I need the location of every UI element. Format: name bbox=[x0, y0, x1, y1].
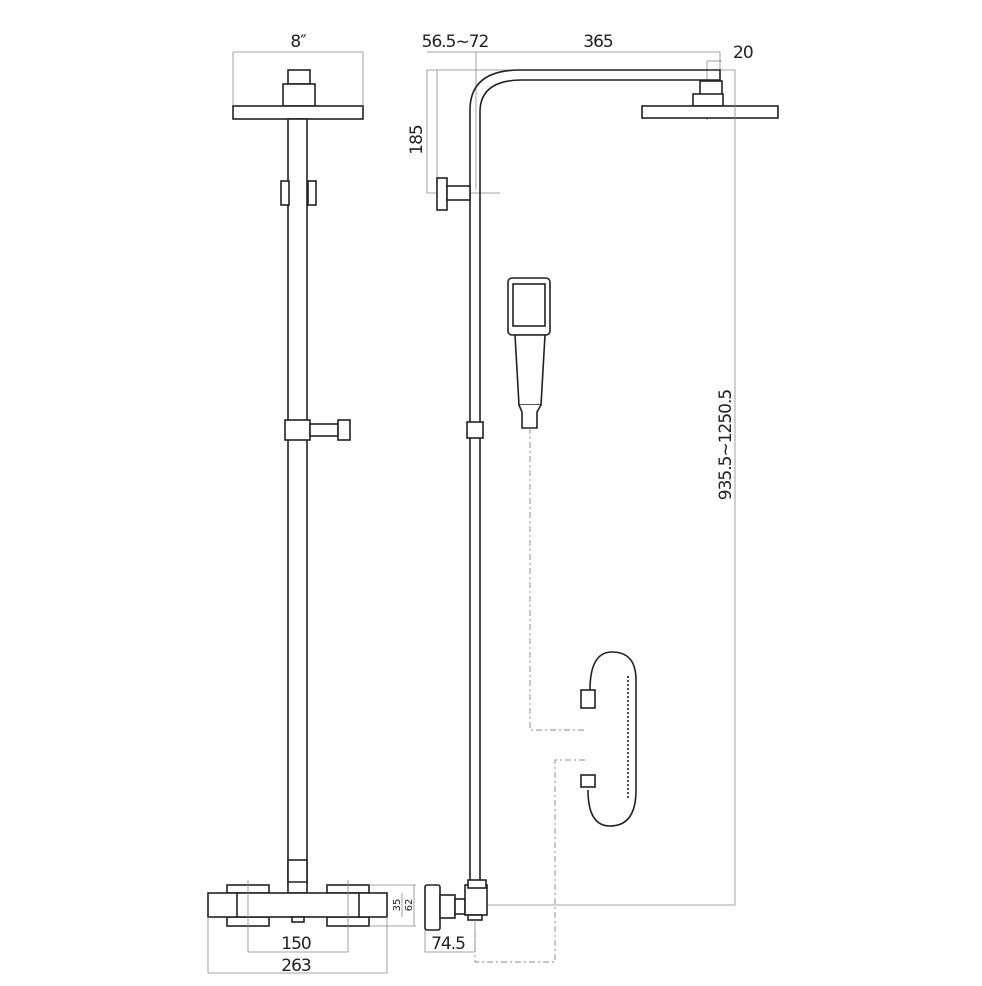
slider bbox=[284, 419, 311, 441]
slider-side bbox=[466, 421, 484, 439]
dim-arm-length: 365 bbox=[583, 32, 613, 52]
dim-arm-end: 20 bbox=[733, 43, 753, 63]
dim-arm-height: 185 bbox=[407, 125, 427, 155]
head-connector bbox=[287, 69, 311, 85]
rain-shower-head bbox=[232, 105, 364, 120]
dim-mixer-height-outer: 62 bbox=[404, 899, 415, 912]
mixer-handle-side bbox=[424, 884, 441, 931]
dim-mixer-width: 263 bbox=[281, 956, 311, 976]
front-view bbox=[207, 51, 416, 974]
dim-total-height: 935.5~1250.5 bbox=[716, 390, 736, 501]
dim-wall-offset: 56.5~72 bbox=[422, 32, 489, 52]
dim-head-diameter: 8″ bbox=[290, 32, 306, 52]
shower-hose bbox=[580, 651, 637, 827]
rain-shower-head-side bbox=[641, 105, 779, 119]
dim-mixer-depth: 74.5 bbox=[431, 934, 465, 954]
side-view bbox=[424, 51, 779, 963]
wall-bracket-side bbox=[436, 177, 448, 211]
head-nut bbox=[282, 83, 316, 107]
thermostatic-mixer bbox=[207, 892, 388, 918]
mixer-body-side bbox=[464, 884, 488, 916]
riser-pipe bbox=[287, 118, 308, 886]
shower-arm bbox=[469, 69, 721, 880]
wall-bracket bbox=[307, 180, 317, 206]
hand-shower bbox=[507, 277, 551, 429]
dim-mixer-height-inner: 35 bbox=[392, 899, 403, 912]
dim-inlet-centers: 150 bbox=[281, 934, 311, 954]
